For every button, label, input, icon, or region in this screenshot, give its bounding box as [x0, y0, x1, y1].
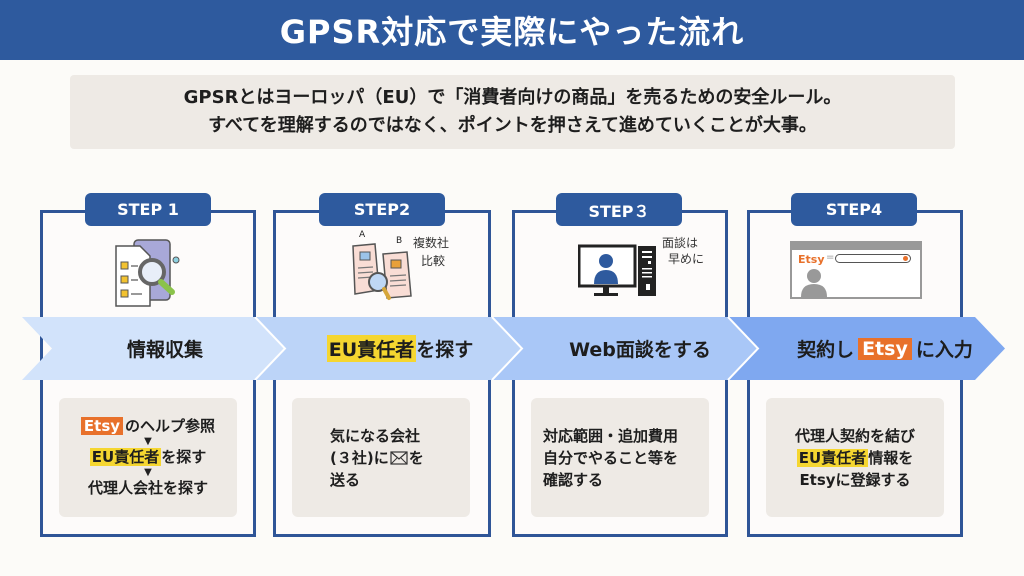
step-2-detail: 気になる会社 (３社)にを 送る [292, 398, 470, 517]
menu-icon: = [826, 252, 835, 263]
band-step-1-text: 情報収集 [126, 339, 203, 361]
etsy-badge: Etsy [858, 337, 912, 360]
detail-line-1: 代理人契約を結び [794, 426, 915, 445]
etsy-badge: Etsy [80, 417, 124, 435]
detail-text: を探す [161, 448, 207, 466]
step-1-tab: STEP 1 [85, 193, 211, 226]
intro-line-1: GPSRとはヨーロッパ（EU）で「消費者向けの商品」を売るための安全ルール。 [183, 87, 842, 108]
mail-icon [390, 450, 408, 465]
eu-rep-highlight: EU責任者 [796, 448, 869, 467]
detail-line-1: 対応範囲・追加費用 [543, 426, 679, 445]
band-step-4-pre: 契約し [797, 339, 855, 361]
detail-text: (３社)に [330, 448, 389, 467]
search-icon [903, 256, 908, 261]
band-step-4-post: に入力 [915, 339, 973, 361]
etsy-browser-profile-icon: Etsy = [790, 241, 922, 301]
icon-note-2: 比較 [421, 254, 446, 268]
video-call-computer-icon: 面談は 早めに [578, 232, 708, 312]
icon-note-1: 面談は [662, 236, 699, 250]
arrow-down-icon: ▼ [144, 436, 152, 447]
detail-line-3: 確認する [543, 470, 604, 489]
detail-line-3: Etsyに登録する [799, 470, 911, 489]
detail-text: のヘルプ参照 [125, 417, 216, 435]
intro-box: GPSRとはヨーロッパ（EU）で「消費者向けの商品」を売るための安全ルール。 す… [70, 75, 955, 149]
detail-line-1: 気になる会社 [330, 426, 421, 445]
detail-text: 代理人会社を探す [87, 479, 208, 497]
search-bar [835, 254, 911, 263]
icon-note-1: 複数社 [413, 236, 450, 250]
detail-line-2: EU責任者情報を [796, 447, 914, 469]
title-banner: GPSR対応で実際にやった流れ [0, 0, 1024, 60]
band-step-1: 情報収集 [60, 317, 270, 380]
doc-label-a: A [359, 230, 366, 240]
eu-rep-highlight: EU責任者 [89, 448, 162, 466]
detail-text: を [408, 448, 424, 467]
document-search-icon [106, 232, 196, 312]
band-step-2: EU責任者を探す [295, 317, 505, 380]
eu-rep-highlight: EU責任者 [326, 335, 417, 362]
step-2-tab: STEP2 [319, 193, 445, 226]
page-title: GPSR対応で実際にやった流れ [279, 13, 745, 51]
band-step-3-text: Web面談をする [569, 339, 711, 361]
step-4-detail: 代理人契約を結び EU責任者情報を Etsyに登録する [766, 398, 944, 517]
etsy-logo-text: Etsy [798, 253, 825, 266]
band-step-2-text: を探す [416, 339, 474, 361]
detail-line-2: 自分でやること等を [543, 448, 679, 467]
band-step-3: Web面談をする [530, 317, 750, 380]
user-avatar-icon [801, 269, 827, 297]
step-3-detail: 対応範囲・追加費用 自分でやること等を 確認する [531, 398, 709, 517]
compare-documents-icon: A B 複数社 比較 [345, 230, 465, 312]
step-3-tab: STEP３ [556, 193, 682, 226]
intro-line-2: すべてを理解するのではなく、ポイントを押さえて進めていくことが大事。 [208, 115, 817, 136]
detail-text: 情報を [868, 448, 914, 467]
detail-line-3: 送る [330, 470, 361, 489]
detail-line-2: (３社)にを [330, 447, 424, 469]
step-4-tab: STEP4 [791, 193, 917, 226]
arrow-down-icon: ▼ [144, 467, 152, 478]
doc-label-b: B [396, 236, 403, 246]
icon-note-2: 早めに [668, 252, 705, 266]
